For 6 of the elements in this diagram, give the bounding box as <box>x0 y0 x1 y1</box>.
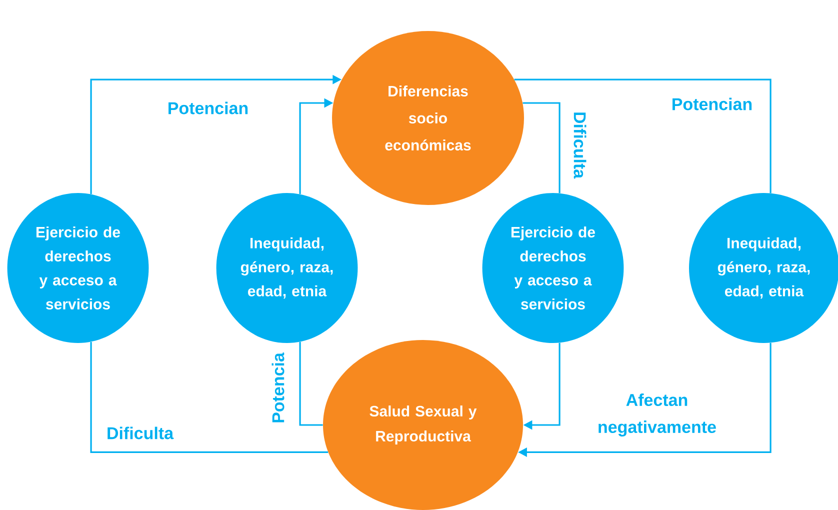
edge-label: Dificulta <box>574 112 586 179</box>
edge-label: Afectan negativamente <box>598 394 716 436</box>
edge-label: Potencian <box>672 98 752 110</box>
edge-label: Dificulta <box>108 426 174 440</box>
edge-label: Potencia <box>272 352 284 422</box>
edge-label: Potencian <box>168 102 248 114</box>
